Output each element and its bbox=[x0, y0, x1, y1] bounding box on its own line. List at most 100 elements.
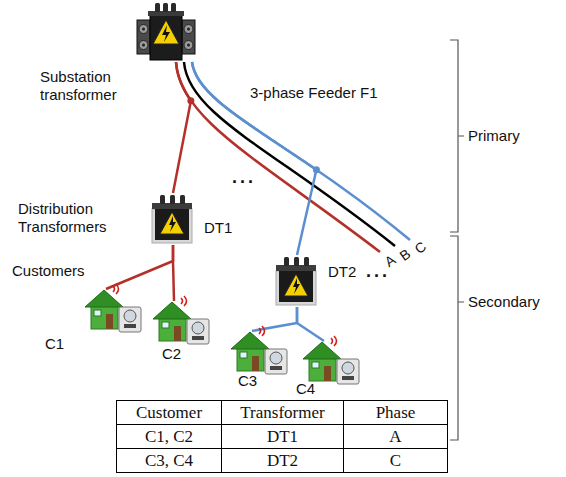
house-icon bbox=[82, 283, 142, 333]
transformer-icon bbox=[272, 255, 322, 307]
customer-house: C4 bbox=[300, 335, 360, 385]
table-cell: C1, C2 bbox=[117, 425, 222, 449]
section-label: Primary bbox=[468, 127, 520, 145]
table-cell: Phase bbox=[344, 401, 448, 425]
substation-transformer: Substation transformer bbox=[135, 2, 197, 62]
table-cell: DT1 bbox=[222, 425, 344, 449]
icon-part bbox=[171, 3, 176, 12]
primary-bracket bbox=[450, 40, 464, 232]
icon-part bbox=[342, 362, 354, 374]
icon-part bbox=[184, 41, 193, 50]
icon-part bbox=[174, 326, 181, 341]
secondary-bracket bbox=[450, 236, 464, 440]
icon-part bbox=[155, 3, 160, 12]
icon-part bbox=[162, 322, 169, 328]
icon-part bbox=[142, 44, 145, 47]
icon-part bbox=[170, 195, 175, 204]
icon-part bbox=[142, 28, 145, 31]
icon-part bbox=[259, 326, 265, 336]
phase-c-wire bbox=[192, 62, 410, 240]
icon-part bbox=[182, 20, 195, 54]
table-cell: C bbox=[344, 449, 448, 473]
distribution-transformer: DT1 bbox=[148, 193, 198, 245]
icon-part bbox=[124, 310, 136, 322]
icon-part bbox=[265, 349, 287, 374]
icon-part bbox=[331, 336, 337, 346]
customer-house: C2 bbox=[150, 295, 210, 345]
table-row: CustomerTransformerPhase bbox=[117, 401, 448, 425]
service-wire bbox=[173, 62, 191, 193]
icon-part bbox=[324, 366, 331, 381]
table-cell: A bbox=[344, 425, 448, 449]
icon-part bbox=[94, 310, 101, 316]
section-label: Secondary bbox=[468, 293, 540, 311]
icon-part bbox=[309, 357, 336, 381]
service-wire bbox=[252, 307, 297, 331]
distribution-transformer: DT2 bbox=[272, 255, 322, 307]
icon-part bbox=[284, 257, 289, 266]
icon-part bbox=[162, 25, 170, 42]
icon-part bbox=[139, 25, 148, 34]
icon-part bbox=[150, 14, 182, 60]
icon-part bbox=[159, 317, 186, 341]
house-icon bbox=[300, 335, 360, 385]
table-cell: Transformer bbox=[222, 401, 344, 425]
node-label: Substation transformer bbox=[40, 68, 140, 104]
table-cell: C3, C4 bbox=[117, 449, 222, 473]
ellipsis: ... bbox=[232, 168, 256, 186]
icon-part bbox=[237, 347, 264, 371]
transformer-icon bbox=[148, 193, 198, 245]
icon-part bbox=[137, 20, 150, 54]
icon-part bbox=[155, 207, 189, 240]
node-label: DT1 bbox=[204, 219, 232, 237]
service-wire bbox=[297, 307, 324, 341]
icon-part bbox=[91, 305, 118, 329]
icon-part bbox=[187, 319, 209, 344]
icon-part bbox=[192, 336, 204, 340]
node-label: C2 bbox=[162, 345, 181, 363]
phase-table: CustomerTransformerPhaseC1, C2DT1AC3, C4… bbox=[116, 400, 448, 473]
phase-letter: B bbox=[396, 245, 414, 265]
icon-part bbox=[294, 257, 299, 266]
icon-part bbox=[163, 3, 168, 12]
group-label: Distribution Transformers bbox=[18, 200, 138, 236]
icon-part bbox=[284, 274, 308, 296]
node-label: C3 bbox=[238, 372, 257, 390]
icon-part bbox=[124, 324, 136, 328]
node-label: C1 bbox=[45, 335, 64, 353]
icon-part bbox=[160, 212, 184, 234]
icon-part bbox=[139, 41, 148, 50]
feeder-label: 3-phase Feeder F1 bbox=[250, 84, 378, 102]
customer-house: C1 bbox=[82, 283, 142, 333]
phase-b-wire bbox=[184, 62, 395, 246]
icon-part bbox=[160, 195, 165, 204]
house-icon bbox=[150, 295, 210, 345]
icon-part bbox=[270, 366, 282, 370]
phase-letter: C bbox=[411, 237, 430, 258]
substation-icon bbox=[135, 2, 197, 62]
icon-part bbox=[279, 269, 313, 302]
icon-part bbox=[181, 296, 187, 306]
icon-part bbox=[304, 257, 309, 266]
icon-part bbox=[192, 322, 204, 334]
icon-part bbox=[119, 307, 141, 332]
icon-part bbox=[180, 195, 185, 204]
service-wire bbox=[173, 245, 174, 301]
icon-part bbox=[240, 352, 247, 358]
icon-part bbox=[106, 314, 113, 329]
node-label: C4 bbox=[296, 380, 315, 398]
icon-part bbox=[113, 284, 119, 294]
icon-part bbox=[312, 362, 319, 368]
node-label: DT2 bbox=[328, 263, 356, 281]
house-icon bbox=[228, 325, 288, 375]
table-row: C3, C4DT2C bbox=[117, 449, 448, 473]
icon-part bbox=[153, 20, 179, 44]
icon-part bbox=[337, 359, 359, 384]
icon-part bbox=[293, 278, 300, 294]
service-wire bbox=[106, 245, 173, 289]
customer-house: C3 bbox=[228, 325, 288, 375]
icon-part bbox=[184, 25, 193, 34]
icon-part bbox=[342, 376, 354, 380]
table-cell: DT2 bbox=[222, 449, 344, 473]
table-cell: Customer bbox=[117, 401, 222, 425]
